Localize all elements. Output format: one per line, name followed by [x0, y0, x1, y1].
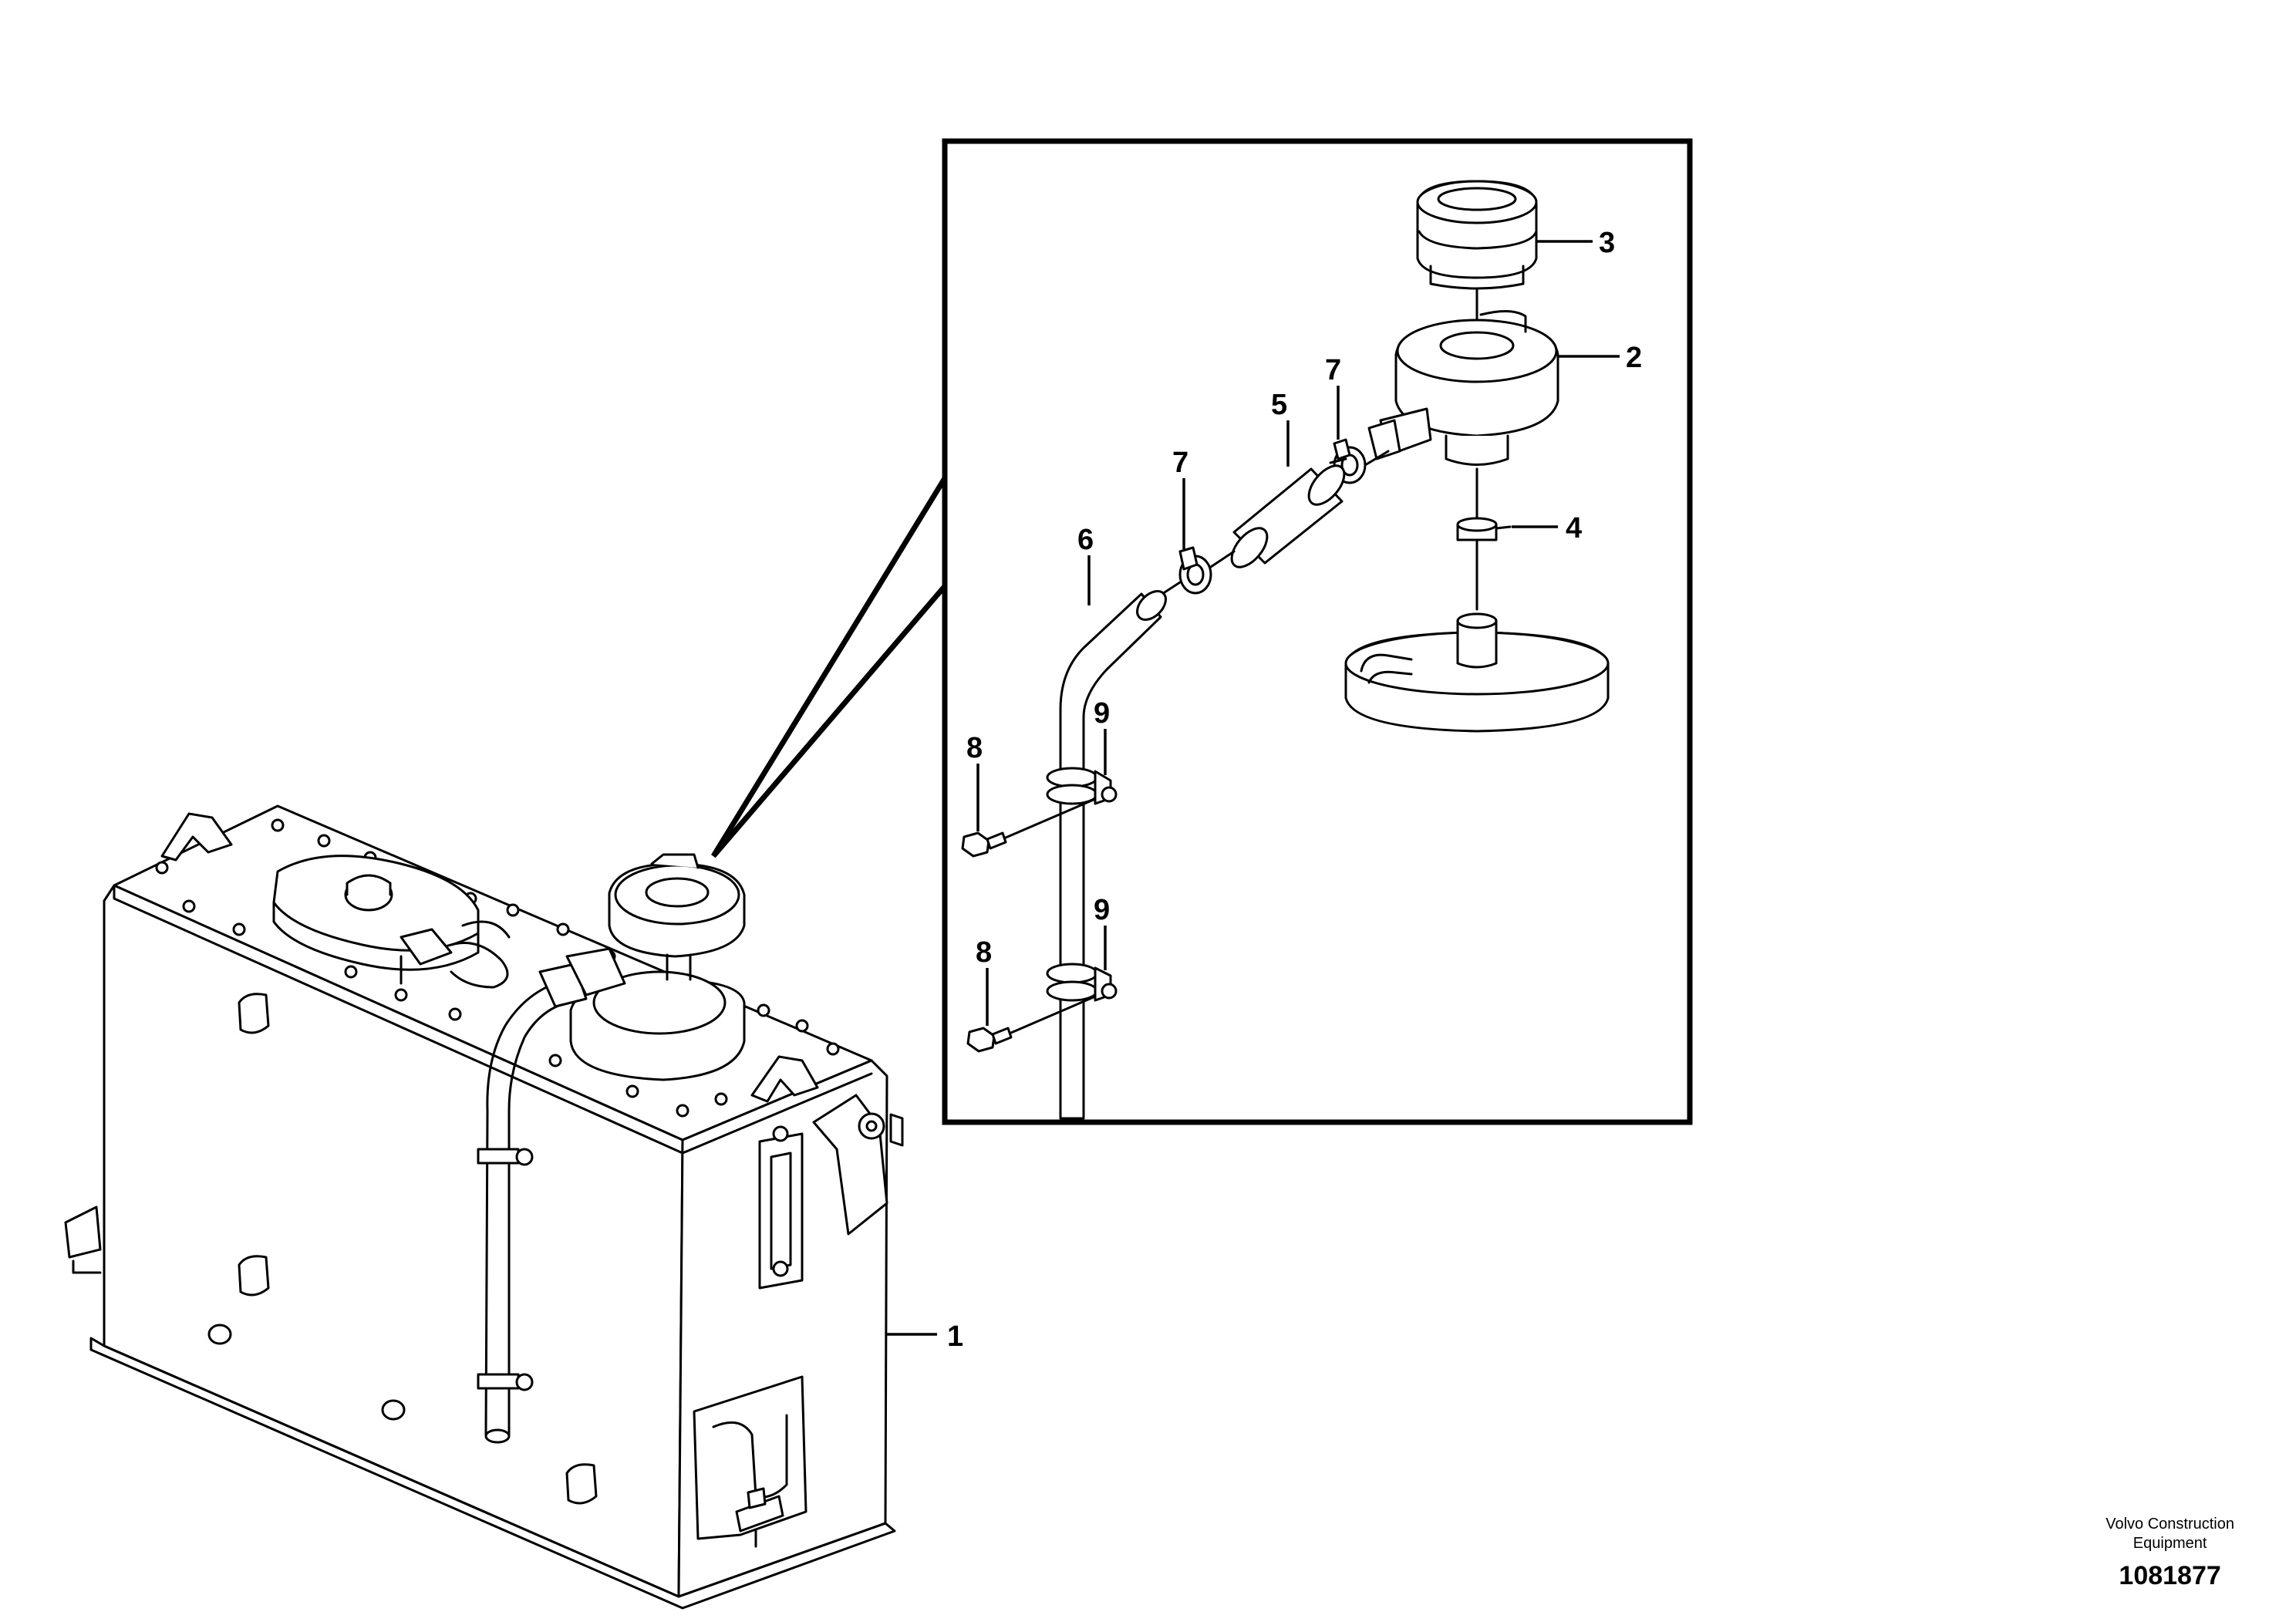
callout-9-upper: 9 — [1094, 697, 1110, 730]
handle-bottom — [565, 1463, 598, 1505]
filter-cap — [1416, 180, 1538, 290]
level-gauge — [758, 1125, 804, 1290]
mounting-bracket — [812, 1094, 904, 1236]
cover-plate — [272, 855, 480, 971]
detail-pointer — [711, 477, 947, 858]
hose-bent — [1059, 581, 1182, 1120]
hose-straight — [1230, 464, 1346, 568]
callout-9-lower: 9 — [1094, 894, 1110, 926]
elbow-fitting — [400, 920, 511, 989]
breather-housing — [1379, 310, 1559, 518]
callout-5: 5 — [1271, 389, 1287, 421]
drawing-footer: Volvo Construction Equipment 1081877 — [2106, 1515, 2234, 1591]
callout-8-upper: 8 — [966, 732, 983, 764]
bolt-upper — [961, 798, 1097, 858]
handle-upper — [238, 993, 270, 1034]
detail-view — [711, 138, 1693, 1125]
maker-line-2: Equipment — [2132, 1535, 2207, 1552]
callout-2: 2 — [1626, 342, 1642, 374]
handle-lower — [238, 1255, 270, 1297]
hose-clamp-lower — [1178, 546, 1212, 595]
tank-hose — [477, 947, 626, 1444]
callout-1: 1 — [947, 1320, 963, 1353]
clip-lower — [1046, 963, 1118, 1002]
callout-4: 4 — [1566, 512, 1582, 545]
detail-frame — [942, 138, 1693, 1125]
drawing-number: 1081877 — [2119, 1561, 2221, 1590]
callout-8-lower: 8 — [976, 936, 992, 969]
callout-7-upper: 7 — [1325, 354, 1341, 386]
callout-3: 3 — [1599, 227, 1615, 259]
bottom-bracket — [693, 1375, 807, 1548]
callout-7-lower: 7 — [1172, 447, 1188, 479]
callout-6: 6 — [1077, 524, 1094, 556]
hydraulic-tank — [64, 804, 937, 1610]
maker-line-1: Volvo Construction — [2106, 1516, 2234, 1533]
bolt-lower — [966, 995, 1097, 1053]
tank-cover-base — [1344, 612, 1610, 733]
tank-breather — [569, 853, 746, 1081]
stem-clamp — [1456, 517, 1512, 611]
clip-upper — [1046, 767, 1118, 805]
